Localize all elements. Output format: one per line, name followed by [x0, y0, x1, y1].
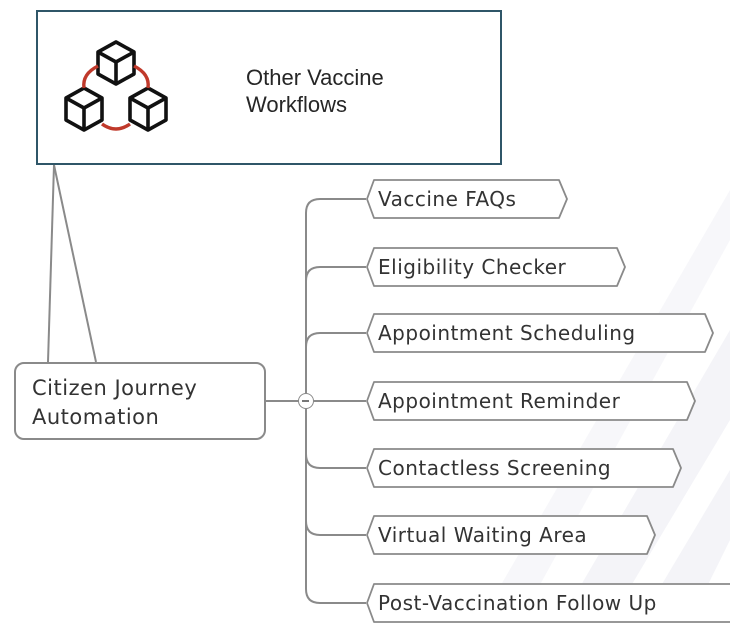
child-label: Virtual Waiting Area	[378, 523, 588, 547]
child-node-eligibility-checker[interactable]: Eligibility Checker	[366, 247, 626, 287]
child-label: Appointment Scheduling	[378, 321, 636, 345]
child-label: Contactless Screening	[378, 456, 612, 480]
child-node-outline	[366, 381, 696, 421]
child-node-border	[366, 247, 626, 287]
child-node-border	[366, 179, 568, 219]
child-node-appointment-reminder[interactable]: Appointment Reminder	[366, 381, 696, 421]
child-label: Post-Vaccination Follow Up	[378, 591, 657, 615]
child-node-outline	[366, 247, 626, 287]
callout-title: Other Vaccine Workflows	[246, 65, 384, 117]
child-node-outline	[366, 313, 714, 353]
child-node-appointment-scheduling[interactable]: Appointment Scheduling	[366, 313, 714, 353]
root-label-line1: Citizen Journey	[32, 376, 198, 400]
child-node-border	[366, 448, 682, 488]
child-node-vaccine-faqs[interactable]: Vaccine FAQs	[366, 179, 568, 219]
child-node-virtual-waiting-area[interactable]: Virtual Waiting Area	[366, 515, 656, 555]
root-label-line2: Automation	[32, 405, 160, 429]
child-label: Vaccine FAQs	[378, 187, 517, 211]
root-label: Citizen Journey Automation	[32, 374, 252, 432]
child-node-border	[366, 515, 656, 555]
child-node-border	[366, 381, 696, 421]
child-node-contactless-screening[interactable]: Contactless Screening	[366, 448, 682, 488]
child-node-post-vaccination-follow-up[interactable]: Post-Vaccination Follow Up	[366, 583, 730, 623]
child-node-outline	[366, 179, 568, 219]
linked-cubes-icon	[64, 40, 168, 132]
child-node-outline	[366, 515, 656, 555]
child-node-outline	[366, 448, 682, 488]
other-workflows-callout[interactable]: Other Vaccine Workflows	[36, 10, 502, 165]
child-label: Appointment Reminder	[378, 389, 621, 413]
root-node-citizen-journey[interactable]: Citizen Journey Automation	[14, 362, 266, 440]
child-label: Eligibility Checker	[378, 255, 567, 279]
collapse-toggle-icon[interactable]	[298, 393, 314, 409]
child-node-border	[366, 313, 714, 353]
